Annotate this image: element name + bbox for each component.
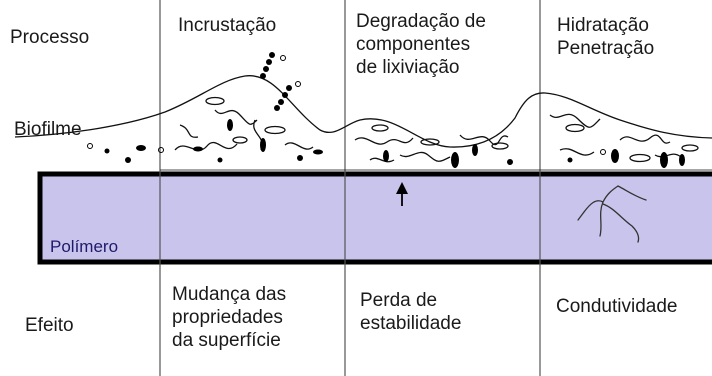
polymer-slab [37,171,712,265]
arrow-up-icon [396,182,408,206]
label-process: Processo [10,27,90,48]
process-incrustation: Incrustação [178,14,276,37]
label-biofilm: Biofilme [14,119,82,140]
process-hydration-line-1: Hidratação [557,15,649,36]
crack-icon [577,185,647,243]
process-hydration: Hidratação Penetração [557,14,654,60]
effect-stability-loss-line-2: estabilidade [360,313,462,334]
effect-surface-change: Mudança das propriedades da superfície [172,283,286,352]
particle-icon [136,145,146,151]
process-degradation: Degradação de componentes de lixiviação [356,10,486,79]
process-degradation-line-1: Degradação de [356,11,486,32]
process-degradation-line-2: componentes [356,34,471,55]
effect-conductivity-line: Condutividade [556,296,678,317]
biofilm-layer [14,75,712,171]
process-hydration-line-2: Penetração [557,38,655,59]
biofilm-outline [14,75,712,148]
effect-surface-change-line-2: propriedades [172,307,283,328]
process-degradation-line-3: de lixiviação [356,57,460,78]
effect-stability-loss: Perda de estabilidade [360,289,461,335]
effect-stability-loss-line-1: Perda de [360,290,438,311]
label-effect: Efeito [25,315,74,336]
effect-surface-change-line-1: Mudança das [172,284,287,305]
particle-group [104,52,685,168]
effect-conductivity: Condutividade [556,295,677,318]
process-incrustation-line: Incrustação [178,15,277,36]
label-polymer: Polímero [50,237,119,256]
effect-surface-change-line-3: da superfície [172,330,281,351]
